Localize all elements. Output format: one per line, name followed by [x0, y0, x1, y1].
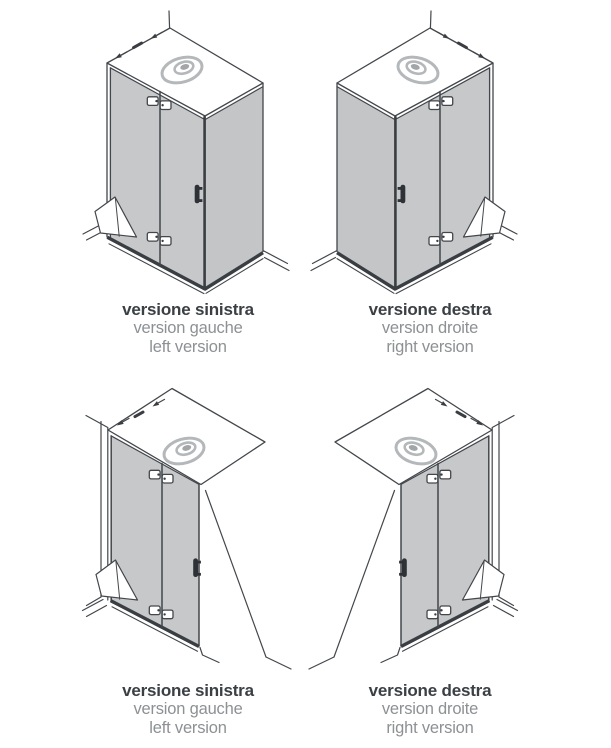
- caption-title: versione destra: [368, 681, 492, 700]
- caption-subtitle-fr: version gauche: [133, 319, 243, 337]
- caption-subtitle-en: left version: [149, 719, 227, 737]
- figure-bottom-left: versione sinistra version gauche left ve…: [0, 374, 306, 748]
- caption-top-left: versione sinistra version gauche left ve…: [38, 300, 338, 357]
- caption-title: versione destra: [368, 300, 492, 319]
- caption-subtitle-fr: version gauche: [133, 700, 243, 718]
- caption-bottom-right: versione destra version droite right ver…: [280, 681, 580, 738]
- figure-top-left: versione sinistra version gauche left ve…: [0, 0, 306, 374]
- caption-top-right: versione destra version droite right ver…: [280, 300, 580, 357]
- caption-title: versione sinistra: [122, 681, 254, 700]
- caption-subtitle-fr: version droite: [381, 319, 479, 337]
- caption-bottom-left: versione sinistra version gauche left ve…: [38, 681, 338, 738]
- caption-subtitle-fr: version droite: [381, 700, 479, 718]
- caption-title: versione sinistra: [122, 300, 254, 319]
- caption-subtitle-en: left version: [149, 338, 227, 356]
- caption-subtitle-en: right version: [386, 338, 474, 356]
- figure-bottom-right: versione destra version droite right ver…: [305, 374, 611, 748]
- figure-top-right: versione destra version droite right ver…: [305, 0, 611, 374]
- caption-subtitle-en: right version: [386, 719, 474, 737]
